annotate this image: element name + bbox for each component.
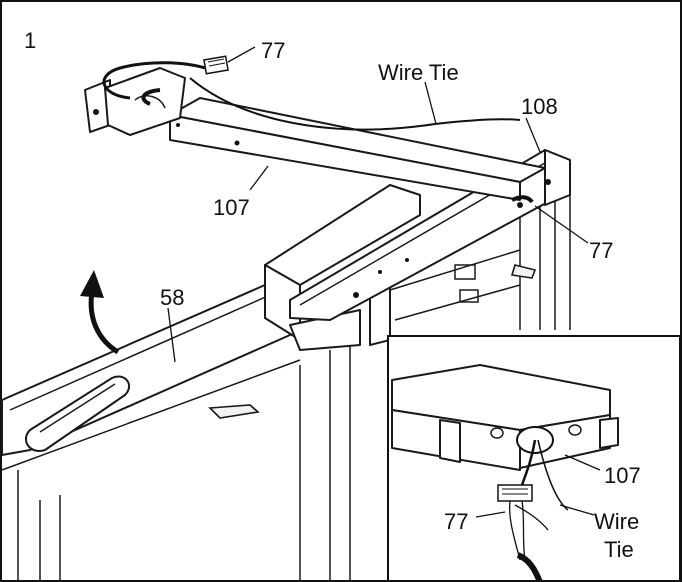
label-wire-tie-top: Wire Tie: [378, 60, 459, 85]
inset-label-wire-tie-line2: Tie: [604, 537, 634, 562]
inset-detail: 107 77 Wire Tie: [387, 335, 681, 582]
wire-77-right: [511, 195, 534, 204]
rotate-arrow-icon: [80, 270, 120, 355]
inset-label-wire-tie-line1: Wire: [594, 509, 639, 534]
label-connector-77-right: 77: [589, 238, 613, 263]
inset-label-connector-77: 77: [444, 509, 468, 534]
leader-lines: [167, 46, 589, 363]
crossbar-107: [169, 97, 546, 201]
wire-77-top: [102, 55, 229, 106]
label-frame-108: 108: [521, 94, 558, 119]
bracket-107-top: [84, 67, 186, 136]
inset-label-bracket-107: 107: [604, 463, 641, 488]
step-number: 1: [24, 28, 36, 53]
label-crossbar-107: 107: [213, 195, 250, 220]
wire-tie-top: [189, 77, 521, 131]
inset-connector-plug-icon: [497, 484, 533, 502]
label-connector-77-top: 77: [261, 38, 285, 63]
label-upright-58: 58: [160, 285, 184, 310]
